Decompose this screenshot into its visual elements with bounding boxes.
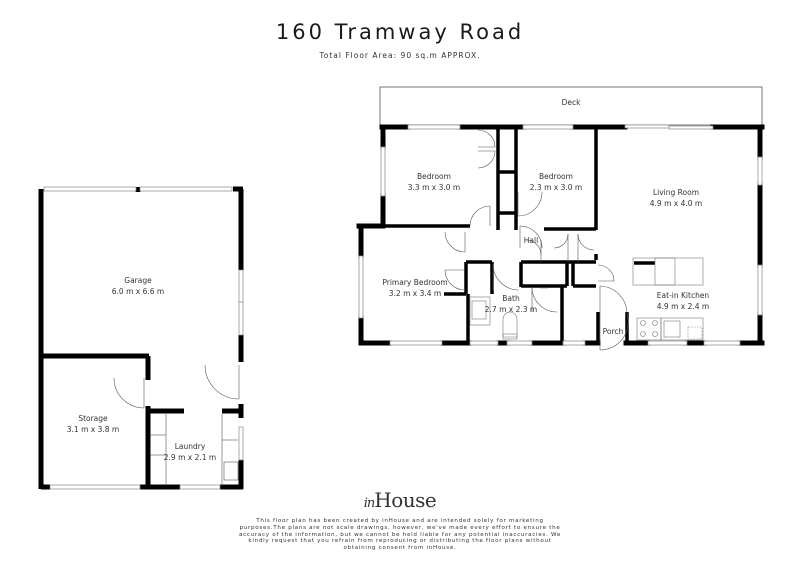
room-name-bedroom-1: Bedroom xyxy=(417,172,451,181)
room-size-bedroom-1: 3.3 m x 3.0 m xyxy=(408,183,460,192)
garage-windows xyxy=(43,186,244,490)
garage-doors xyxy=(113,364,240,486)
interior-walls xyxy=(383,127,655,343)
logo-main: House xyxy=(374,488,437,512)
room-size-bath: 2.7 m x 2.3 m xyxy=(485,305,537,314)
room-name-porch: Porch xyxy=(603,327,624,336)
room-name-deck: Deck xyxy=(562,98,582,107)
room-size-living: 4.9 m x 4.0 m xyxy=(650,199,702,208)
room-name-kitchen: Eat-in Kitchen xyxy=(657,291,710,300)
house-walls xyxy=(356,124,765,346)
plan-title: 160 Tramway Road xyxy=(275,20,525,44)
room-name-hall: Hall xyxy=(524,236,538,245)
fixtures xyxy=(469,257,704,341)
room-name-laundry: Laundry xyxy=(175,442,206,451)
room-name-living: Living Room xyxy=(653,188,699,197)
room-labels: Deck Bedroom 3.3 m x 3.0 m Bedroom 2.3 m… xyxy=(67,98,710,462)
room-size-primary-bedroom: 3.2 m x 3.4 m xyxy=(389,289,441,298)
room-name-primary-bedroom: Primary Bedroom xyxy=(382,278,447,287)
total-floor-area: Total Floor Area: 90 sq.m APPROX. xyxy=(319,51,481,60)
room-name-bedroom-2: Bedroom xyxy=(539,172,573,181)
room-size-laundry: 2.9 m x 2.1 m xyxy=(164,453,216,462)
room-size-storage: 3.1 m x 3.8 m xyxy=(67,425,119,434)
logo-prefix: in xyxy=(363,496,375,511)
room-size-bedroom-2: 2.3 m x 3.0 m xyxy=(530,183,582,192)
inhouse-logo: inHouse xyxy=(0,488,800,512)
room-name-bath: Bath xyxy=(502,294,520,303)
windows xyxy=(358,124,763,346)
garage-walls xyxy=(38,186,244,490)
room-name-garage: Garage xyxy=(124,276,152,285)
room-size-garage: 6.0 m x 6.6 m xyxy=(112,287,164,296)
room-size-kitchen: 4.9 m x 2.4 m xyxy=(657,302,709,311)
disclaimer-text: This floor plan has been created by inHo… xyxy=(238,518,562,552)
room-name-storage: Storage xyxy=(78,414,108,423)
doors xyxy=(444,129,629,351)
